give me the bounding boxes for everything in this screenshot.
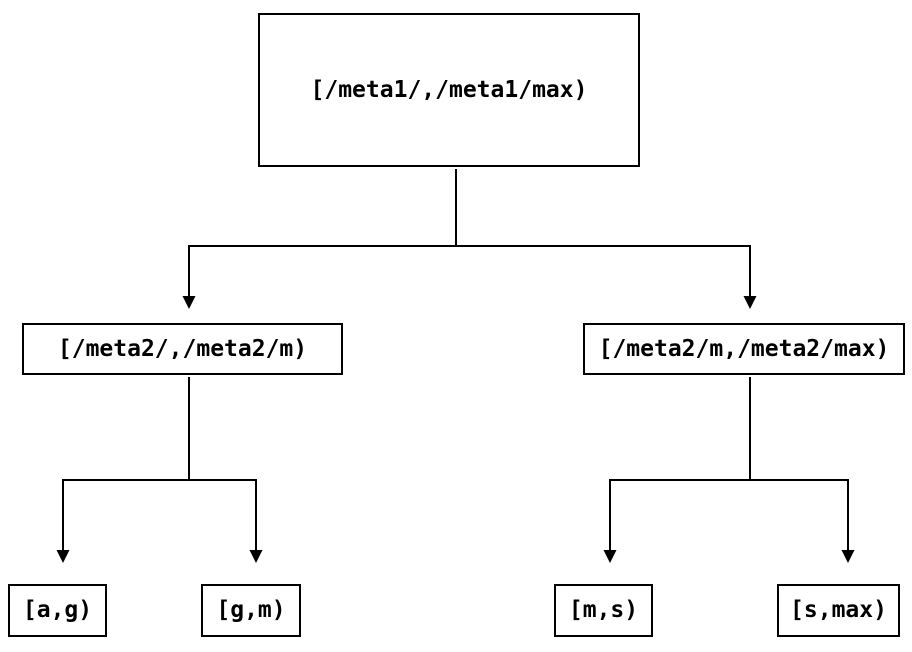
node-mid-right: [/meta2/m,/meta2/max) bbox=[583, 323, 905, 375]
node-leaf-ms: [m,s) bbox=[554, 584, 653, 637]
arrowhead-down-icon bbox=[603, 550, 617, 563]
node-leaf-ag: [a,g) bbox=[8, 584, 107, 637]
node-mid-right-label: [/meta2/m,/meta2/max) bbox=[598, 335, 890, 362]
node-mid-left-label: [/meta2/,/meta2/m) bbox=[57, 335, 308, 362]
node-leaf-ms-label: [m,s) bbox=[568, 597, 639, 623]
arrowhead-down-icon bbox=[56, 550, 70, 563]
arrowhead-down-icon bbox=[841, 550, 855, 563]
node-leaf-gm: [g,m) bbox=[201, 584, 301, 637]
node-leaf-smax-label: [s,max) bbox=[790, 597, 887, 623]
arrowhead-down-icon bbox=[249, 550, 263, 563]
node-root: [/meta1/,/meta1/max) bbox=[258, 13, 640, 167]
arrowhead-down-icon bbox=[743, 296, 757, 309]
arrowhead-down-icon bbox=[182, 296, 196, 309]
node-leaf-gm-label: [g,m) bbox=[216, 597, 286, 623]
node-root-label: [/meta1/,/meta1/max) bbox=[310, 76, 588, 103]
node-leaf-ag-label: [a,g) bbox=[22, 597, 93, 623]
node-leaf-smax: [s,max) bbox=[777, 584, 900, 637]
node-mid-left: [/meta2/,/meta2/m) bbox=[22, 323, 343, 375]
